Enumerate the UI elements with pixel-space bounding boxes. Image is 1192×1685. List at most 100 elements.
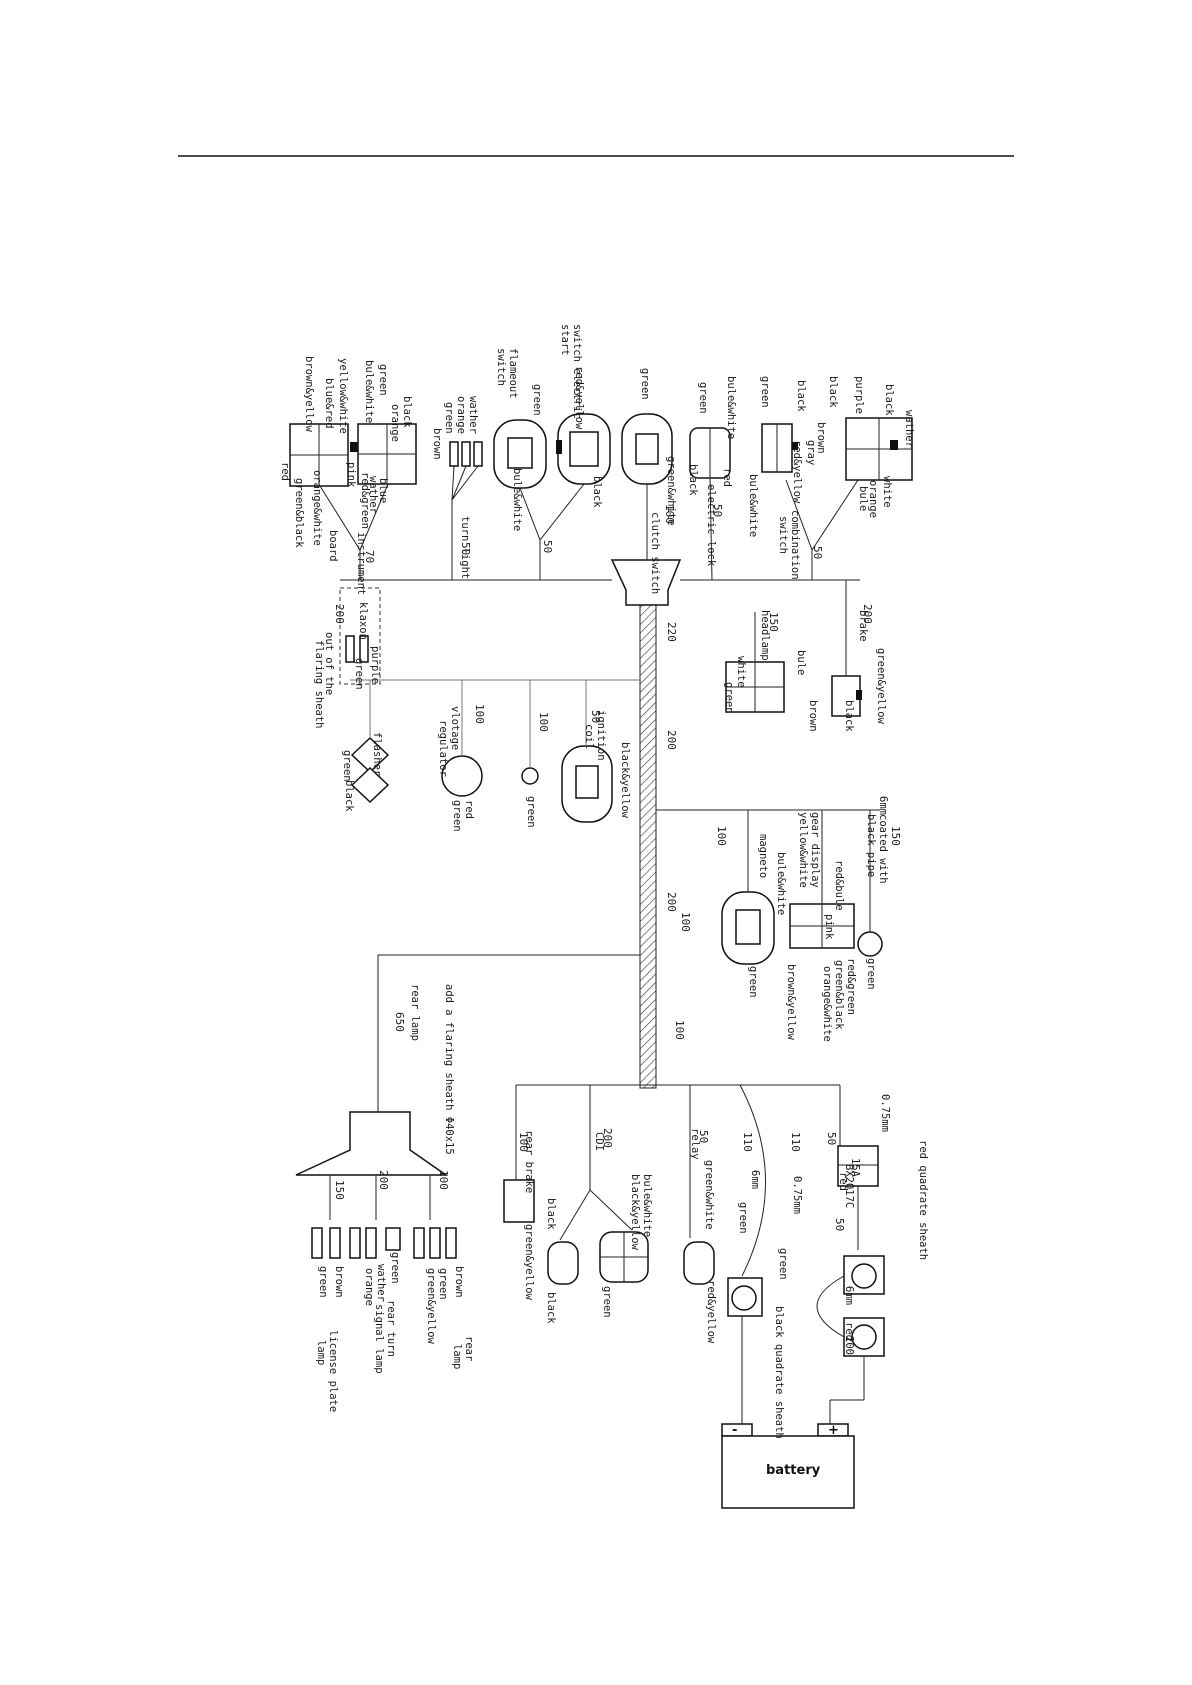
bottom-labels-20: bule&white xyxy=(641,1174,653,1237)
bottom-labels-14: license plate xyxy=(327,1330,339,1412)
bottom-labels-18: green&yellow xyxy=(523,1224,535,1301)
mid-labels-0: flasher xyxy=(371,732,383,776)
bottom-labels-31: 0.75mm xyxy=(879,1094,891,1132)
top-labels-51: red xyxy=(279,462,291,481)
flasher-body-2 xyxy=(350,766,390,804)
bottom-labels-22: black xyxy=(545,1292,557,1324)
top-labels-57: brake xyxy=(857,610,869,642)
top-labels-20: green xyxy=(639,368,651,400)
top-labels-33: green xyxy=(443,402,455,434)
mid-connectors xyxy=(350,680,883,965)
top-labels-13: combination xyxy=(789,510,801,580)
mid-labels-16: red&bule xyxy=(833,860,845,911)
top-labels-22: clutch switch xyxy=(649,512,661,594)
top-labels-8: gray xyxy=(805,440,817,465)
top-labels-36: black xyxy=(401,396,413,428)
bottom-labels-17: black xyxy=(545,1198,557,1230)
numbers-13: 50 xyxy=(589,710,602,723)
numbers-18: 100 xyxy=(673,1020,686,1040)
top-labels-12: bule&white xyxy=(747,474,759,537)
top-labels-40: blue xyxy=(377,478,389,503)
numbers-1: 50 xyxy=(711,504,724,517)
bullet-turn-light-3 xyxy=(473,441,483,467)
numbers-25: 50 xyxy=(697,1130,710,1143)
bottom-labels-13: green xyxy=(317,1266,329,1298)
bottom-labels-6: lamp xyxy=(451,1344,463,1369)
top-labels-59: black xyxy=(843,700,855,732)
top-labels-44: board xyxy=(327,530,339,562)
top-labels-35: turn light xyxy=(459,516,471,579)
mid-labels-17: pink xyxy=(823,914,835,940)
numbers-15: 150 xyxy=(889,826,902,846)
top-labels-26: black xyxy=(591,476,603,508)
mid-labels-2: black xyxy=(343,780,355,812)
top-labels-11: black xyxy=(795,380,807,412)
bottom-labels-28: green xyxy=(737,1202,749,1234)
top-labels-18: black xyxy=(687,464,699,496)
ground-eyelet-top xyxy=(521,767,539,785)
top-labels-5: bule xyxy=(857,486,869,511)
battery-body xyxy=(721,1435,855,1509)
numbers-4: 50 xyxy=(459,542,472,555)
numbers-12: 100 xyxy=(537,712,550,732)
bottom-labels-36: 6mm xyxy=(843,1286,855,1305)
mid-labels-5: red xyxy=(463,800,475,819)
bottom-labels-3: green xyxy=(437,1268,449,1300)
bottom-labels-11: signal lamp xyxy=(373,1304,385,1374)
top-connectors xyxy=(289,413,913,717)
mid-labels-25: green xyxy=(747,966,759,998)
top-labels-60: headlamp xyxy=(759,610,771,661)
top-labels-49: brown&yellow xyxy=(303,356,315,433)
mid-labels-3: vlotage xyxy=(449,706,461,750)
mid-labels-1: green xyxy=(341,750,353,782)
top-labels-38: green xyxy=(377,364,389,396)
mid-labels-14: green xyxy=(865,958,877,990)
top-labels-14: switch xyxy=(777,516,789,554)
battery-plus: + xyxy=(828,1423,839,1438)
connector-relay xyxy=(683,1241,715,1285)
top-labels: watherblackwhitepurpleorangebuleblackbro… xyxy=(279,324,915,732)
flaring-sheath-dashed xyxy=(339,587,381,685)
numbers-0: 50 xyxy=(811,546,824,559)
top-labels-41: wather xyxy=(367,476,379,514)
top-labels-0: wather xyxy=(903,410,915,448)
mid-labels-15: gear display xyxy=(809,812,821,888)
top-labels-56: flaring sheath xyxy=(313,640,325,729)
top-labels-16: green xyxy=(697,382,709,414)
top-labels-4: orange xyxy=(867,480,879,518)
battery-minus: - xyxy=(732,1423,737,1438)
battery-label: battery xyxy=(766,1463,821,1478)
top-labels-58: green&yellow xyxy=(875,648,887,725)
mid-labels-6: green xyxy=(451,800,463,832)
numbers-17: 200 xyxy=(665,892,678,912)
top-labels-9: green xyxy=(759,376,771,408)
bottom-labels-19: CDI xyxy=(593,1132,605,1151)
top-labels-6: black xyxy=(827,376,839,408)
bottom-labels-1: rear lamp xyxy=(409,984,421,1041)
bottom-labels-32: red xyxy=(837,1172,849,1191)
bottom-labels-35: red quadrate sheath xyxy=(917,1140,929,1260)
top-labels-39: bule&white xyxy=(363,360,375,423)
bottom-labels-21: black&yellow xyxy=(629,1174,641,1251)
numbers-6: 200 xyxy=(333,604,346,624)
bottom-labels-5: rear xyxy=(463,1336,475,1361)
bottom-labels-16: rear brake xyxy=(523,1130,535,1193)
numbers-22: 100 xyxy=(437,1170,450,1190)
mid-labels-11: 6mm xyxy=(877,796,889,815)
numbers-14: 100 xyxy=(715,826,728,846)
bottom-labels-37: red xyxy=(843,1322,855,1341)
bottom-labels-4: green&yellow xyxy=(425,1268,437,1345)
fuse-15a xyxy=(837,1145,879,1187)
numbers-16: 100 xyxy=(679,912,692,932)
bottom-labels-30: green xyxy=(777,1248,789,1280)
top-labels-42: red&green xyxy=(359,472,371,529)
top-labels-62: brown xyxy=(807,700,819,732)
mid-labels-4: regulator xyxy=(437,720,449,777)
top-labels-23: switch electric xyxy=(571,324,583,419)
bottom-labels-29: 0.75mm xyxy=(791,1176,803,1214)
bullet-klaxon-1 xyxy=(345,635,355,663)
top-labels-52: klaxon xyxy=(357,602,369,640)
top-labels-45: yellow&white xyxy=(337,358,349,434)
numbers-28: 50 xyxy=(825,1132,838,1145)
